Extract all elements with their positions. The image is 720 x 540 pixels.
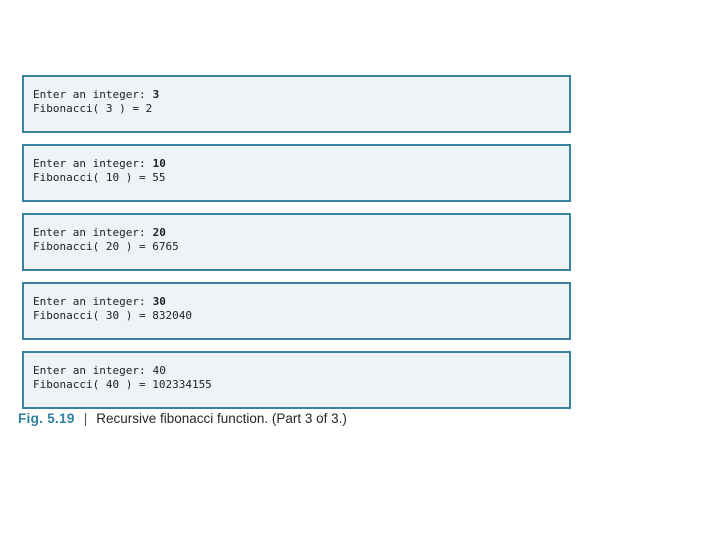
caption-separator: | — [83, 411, 88, 426]
console-prompt-line: Enter an integer: 10 — [33, 157, 559, 171]
console-prompt-line: Enter an integer: 3 — [33, 88, 559, 102]
result-text: Fibonacci( 40 ) = 102334155 — [33, 378, 212, 391]
console-prompt-line: Enter an integer: 40 — [33, 364, 559, 378]
prompt-text: Enter an integer: — [33, 295, 146, 308]
prompt-text: Enter an integer: — [33, 157, 146, 170]
caption-text: Recursive fibonacci function. (Part 3 of… — [96, 411, 347, 426]
result-text: Fibonacci( 3 ) = 2 — [33, 102, 153, 115]
console-output-list: Enter an integer: 3 Fibonacci( 3 ) = 2 En… — [22, 75, 571, 420]
console-prompt-line: Enter an integer: 20 — [33, 226, 559, 240]
prompt-text: Enter an integer: — [33, 226, 146, 239]
user-input-value: 30 — [152, 295, 166, 308]
user-input-value: 3 — [152, 88, 160, 101]
user-input-value: 10 — [152, 157, 166, 170]
figure-label: Fig. 5.19 — [18, 411, 75, 426]
figure-caption: Fig. 5.19 | Recursive fibonacci function… — [18, 411, 698, 426]
console-output-box: Enter an integer: 10 Fibonacci( 10 ) = 55 — [22, 144, 571, 202]
user-input-value: 20 — [152, 226, 166, 239]
user-input-value: 40 — [152, 364, 166, 377]
prompt-text: Enter an integer: — [33, 88, 146, 101]
result-text: Fibonacci( 30 ) = 832040 — [33, 309, 192, 322]
result-text: Fibonacci( 20 ) = 6765 — [33, 240, 179, 253]
result-text: Fibonacci( 10 ) = 55 — [33, 171, 166, 184]
prompt-text: Enter an integer: — [33, 364, 146, 377]
console-output-box: Enter an integer: 30 Fibonacci( 30 ) = 83… — [22, 282, 571, 340]
console-output-box: Enter an integer: 20 Fibonacci( 20 ) = 67… — [22, 213, 571, 271]
console-output-box: Enter an integer: 40 Fibonacci( 40 ) = 10… — [22, 351, 571, 409]
console-prompt-line: Enter an integer: 30 — [33, 295, 559, 309]
console-output-box: Enter an integer: 3 Fibonacci( 3 ) = 2 — [22, 75, 571, 133]
